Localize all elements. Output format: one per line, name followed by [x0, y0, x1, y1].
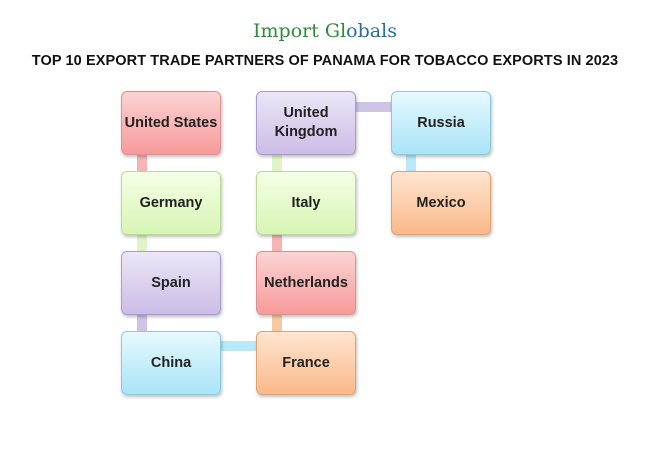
- connector: [272, 234, 282, 251]
- connector: [137, 314, 147, 331]
- partner-germany: Germany: [121, 171, 221, 235]
- partner-mexico: Mexico: [391, 171, 491, 235]
- partner-spain: Spain: [121, 251, 221, 315]
- connector: [272, 314, 282, 331]
- connector: [355, 102, 391, 112]
- connector: [272, 154, 282, 171]
- connector: [137, 234, 147, 251]
- page-title: TOP 10 EXPORT TRADE PARTNERS OF PANAMA F…: [31, 53, 619, 69]
- partner-russia: Russia: [391, 91, 491, 155]
- logo: Import Globals: [253, 20, 397, 42]
- partner-china: China: [121, 331, 221, 395]
- partner-united-kingdom: United Kingdom: [256, 91, 356, 155]
- partner-united-states: United States: [121, 91, 221, 155]
- partner-france: France: [256, 331, 356, 395]
- connector: [406, 154, 416, 171]
- partner-italy: Italy: [256, 171, 356, 235]
- partner-netherlands: Netherlands: [256, 251, 356, 315]
- connector: [137, 154, 147, 171]
- connector: [220, 341, 257, 351]
